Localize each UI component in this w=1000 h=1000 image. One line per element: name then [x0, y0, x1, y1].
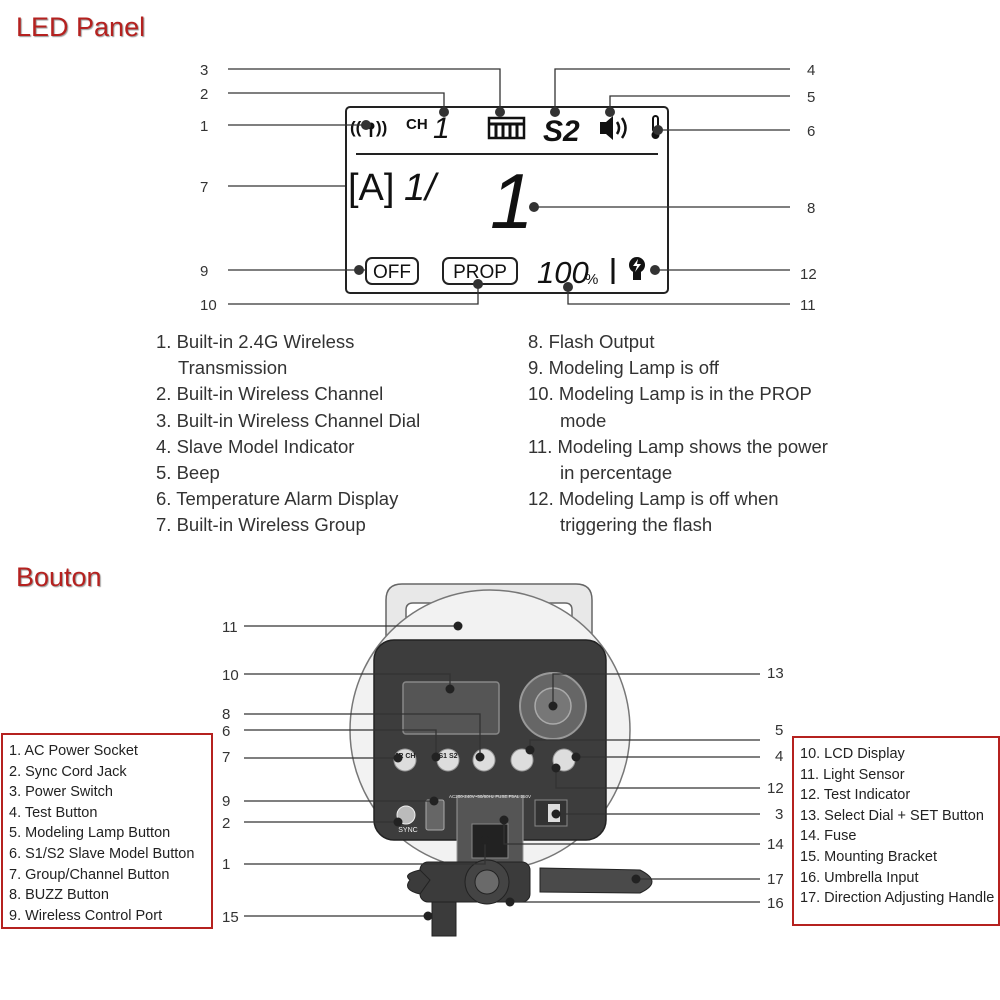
- legend-item: 9. Modeling Lamp is off: [528, 357, 719, 379]
- s1-s2-label: S1 S2: [438, 753, 457, 760]
- btn-num-3: 3: [775, 806, 783, 823]
- legend-item: 4. Slave Model Indicator: [156, 435, 355, 457]
- legend-item: 1. Built-in 2.4G Wireless: [156, 331, 355, 352]
- btn-num-7: 7: [222, 749, 230, 766]
- led-num-9: 9: [200, 263, 208, 280]
- legend-item: 12. Modeling Lamp is off when: [528, 488, 779, 510]
- btn-num-2: 2: [222, 815, 230, 832]
- flash-output-value: 1: [490, 157, 533, 245]
- legend-item: 9. Wireless Control Port: [9, 907, 163, 924]
- btn-num-12: 12: [767, 780, 784, 797]
- led-num-5: 5: [807, 89, 815, 106]
- btn-num-16: 16: [767, 895, 784, 912]
- btn-num-8: 8: [222, 706, 230, 723]
- legend-item: 8. Flash Output: [528, 331, 655, 352]
- channel-dial-icon: [487, 116, 526, 140]
- led-legend-right: 8. Flash Output 9. Modeling Lamp is off …: [528, 329, 828, 539]
- sync-label: SYNC: [398, 827, 417, 834]
- led-num-2: 2: [200, 86, 208, 103]
- led-legend-left: 1. Built-in 2.4G Wireless Transmission 2…: [156, 329, 420, 539]
- legend-item: triggering the flash: [560, 514, 713, 536]
- svg-text:)): )): [376, 118, 387, 137]
- group-value: [A]: [348, 167, 394, 209]
- legend-item: Transmission: [178, 357, 288, 379]
- bouton-title: Bouton: [16, 562, 102, 592]
- led-callout-dots: [354, 107, 663, 292]
- btn-num-4: 4: [775, 748, 783, 765]
- beep-speaker-icon: [600, 116, 627, 140]
- rating-label: AC200-240V~50/60Hz FUSE:F5AL 250V: [449, 794, 531, 799]
- bouton-callout-numbers: 11 10 8 6 7 9 2 1 15 13 5 4 12 3 14 17 1…: [222, 619, 784, 926]
- btn-num-14: 14: [767, 836, 784, 853]
- bouton-legend-left-box: 1. AC Power Socket 2. Sync Cord Jack 3. …: [1, 733, 213, 929]
- btn-num-13: 13: [767, 665, 784, 682]
- legend-item: 3. Built-in Wireless Channel Dial: [156, 409, 421, 431]
- legend-item: 6. S1/S2 Slave Model Button: [9, 845, 195, 862]
- btn-num-11: 11: [222, 619, 238, 636]
- bouton-callout-lines: [244, 625, 760, 917]
- legend-item: 17. Direction Adjusting Handle: [800, 890, 995, 907]
- ch-value: 1: [433, 112, 450, 145]
- legend-item: 5. Modeling Lamp Button: [9, 825, 171, 842]
- bouton-legend-right-box: 10. LCD Display 11. Light Sensor 12. Tes…: [792, 736, 1000, 926]
- legend-item: 11. Modeling Lamp shows the power: [528, 435, 828, 457]
- led-panel-title: LED Panel: [16, 12, 146, 42]
- legend-item: 6. Temperature Alarm Display: [156, 488, 399, 510]
- prop-label: PROP: [453, 262, 507, 283]
- legend-item: 2. Sync Cord Jack: [9, 763, 127, 780]
- legend-item: 5. Beep: [156, 462, 220, 484]
- off-badge: [365, 257, 419, 285]
- legend-item: 12. Test Indicator: [800, 787, 911, 804]
- legend-item: 10. Modeling Lamp is in the PROP: [528, 383, 812, 405]
- btn-num-10: 10: [222, 667, 239, 684]
- led-num-8: 8: [807, 200, 815, 217]
- legend-item: 1. AC Power Socket: [9, 743, 138, 759]
- legend-item: 11. Light Sensor: [800, 766, 905, 783]
- legend-item: 10. LCD Display: [800, 746, 905, 762]
- led-num-1: 1: [200, 118, 208, 135]
- legend-item: 4. Test Button: [9, 804, 98, 821]
- legend-item: 14. Fuse: [800, 828, 857, 845]
- modeling-lamp-button-icon: [510, 748, 534, 772]
- legend-item: 16. Umbrella Input: [800, 869, 919, 886]
- legend-item: 8. BUZZ Button: [9, 887, 109, 904]
- led-num-4: 4: [807, 62, 815, 79]
- led-num-10: 10: [200, 297, 217, 314]
- legend-item: 7. Built-in Wireless Group: [156, 514, 366, 536]
- led-num-7: 7: [200, 179, 208, 196]
- legend-item: 7. Group/Channel Button: [9, 866, 170, 883]
- bouton-callout-dots: [393, 621, 641, 921]
- legend-item: 3. Power Switch: [9, 784, 113, 801]
- percent-sign: %: [585, 271, 598, 288]
- legend-item: mode: [560, 409, 607, 431]
- legend-item: 15. Mounting Bracket: [800, 848, 938, 865]
- lcd-panel: (( )) CH 1 S2 [A] 1/ 1: [345, 106, 669, 294]
- btn-num-6: 6: [222, 723, 230, 740]
- legend-item: in percentage: [560, 462, 673, 484]
- btn-num-9: 9: [222, 793, 230, 810]
- jr-ch-label: JR CH: [394, 753, 415, 760]
- legend-item: 2. Built-in Wireless Channel: [156, 383, 384, 405]
- lamp-bolt-icon: [629, 257, 645, 280]
- buzz-button-icon: [472, 748, 496, 772]
- btn-num-1: 1: [222, 856, 230, 873]
- btn-num-17: 17: [767, 871, 784, 888]
- led-callout-numbers: 3 2 1 7 9 10 4 5 6 8 12 11: [200, 62, 817, 314]
- slave-mode-value: S2: [543, 115, 580, 148]
- fraction-value: 1/: [404, 167, 439, 209]
- led-num-6: 6: [807, 123, 815, 140]
- svg-text:((: ((: [350, 118, 362, 137]
- led-num-11: 11: [800, 297, 816, 314]
- percent-value: 100: [537, 255, 589, 290]
- led-num-12: 12: [800, 266, 817, 283]
- btn-num-5: 5: [775, 722, 783, 739]
- led-num-3: 3: [200, 62, 208, 79]
- ch-label: CH: [406, 116, 428, 133]
- btn-num-15: 15: [222, 909, 239, 926]
- off-label: OFF: [373, 262, 411, 283]
- legend-item: 13. Select Dial + SET Button: [800, 807, 984, 824]
- strobe-device: JR CH S1 S2 SYNC AC200-240V~50/60Hz FUSE…: [349, 583, 653, 937]
